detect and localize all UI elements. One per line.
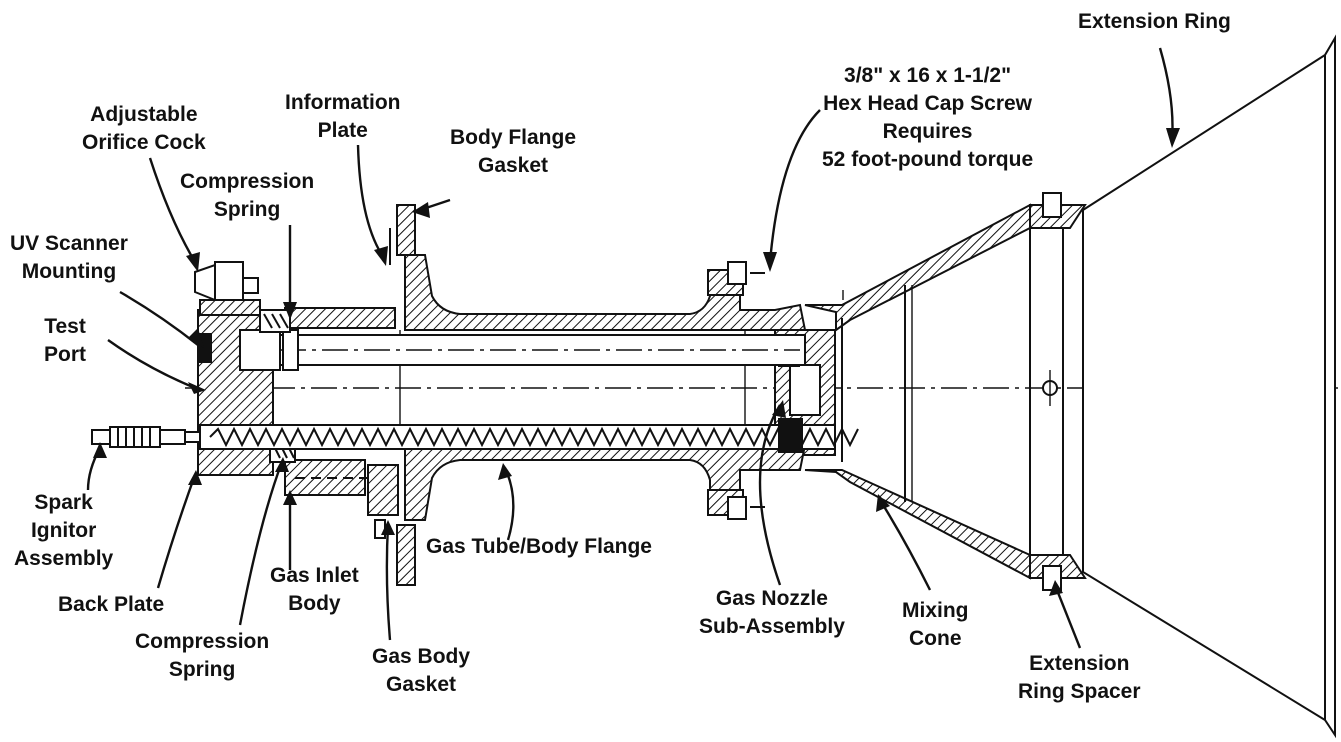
compression-spring-top bbox=[259, 309, 291, 333]
label-back-plate: Back Plate bbox=[58, 593, 165, 616]
label-extension-ring: Extension Ring bbox=[1078, 10, 1231, 33]
label-uv-scanner-mounting: UV Scanner Mounting bbox=[10, 232, 128, 283]
label-extension-ring-spacer: Extension Ring Spacer bbox=[1018, 652, 1141, 703]
label-compression-spring-bottom: Compression Spring bbox=[135, 630, 270, 681]
leader-lines bbox=[86, 47, 1180, 649]
label-gas-nozzle-sub-assembly: Gas Nozzle Sub-Assembly bbox=[699, 587, 845, 638]
label-gas-inlet-body: Gas Inlet Body bbox=[270, 564, 359, 615]
label-test-port: Test Port bbox=[44, 315, 86, 366]
adjustable-orifice-cock bbox=[194, 261, 261, 316]
extension-ring-spacer bbox=[1029, 192, 1087, 591]
body-flange bbox=[389, 204, 416, 586]
label-hex-head-cap-screw: 3/8" x 16 x 1-1/2" Hex Head Cap Screw Re… bbox=[822, 64, 1034, 171]
label-adjustable-orifice-cock: Adjustable Orifice Cock bbox=[82, 103, 206, 154]
gas-tube-body-flange bbox=[399, 254, 807, 521]
label-information-plate: Information Plate bbox=[285, 91, 401, 142]
label-compression-spring-top: Compression Spring bbox=[180, 170, 315, 221]
spark-ignitor bbox=[91, 418, 859, 453]
label-mixing-cone: Mixing Cone bbox=[902, 599, 969, 650]
mixing-cone bbox=[804, 203, 1031, 580]
label-spark-ignitor-assembly: Spark Ignitor Assembly bbox=[14, 491, 114, 570]
extension-ring bbox=[1082, 34, 1336, 739]
label-gas-tube-body-flange: Gas Tube/Body Flange bbox=[426, 535, 652, 558]
label-body-flange-gasket: Body Flange Gasket bbox=[450, 126, 577, 177]
label-gas-body-gasket: Gas Body Gasket bbox=[372, 645, 471, 696]
gas-tube bbox=[274, 334, 806, 366]
